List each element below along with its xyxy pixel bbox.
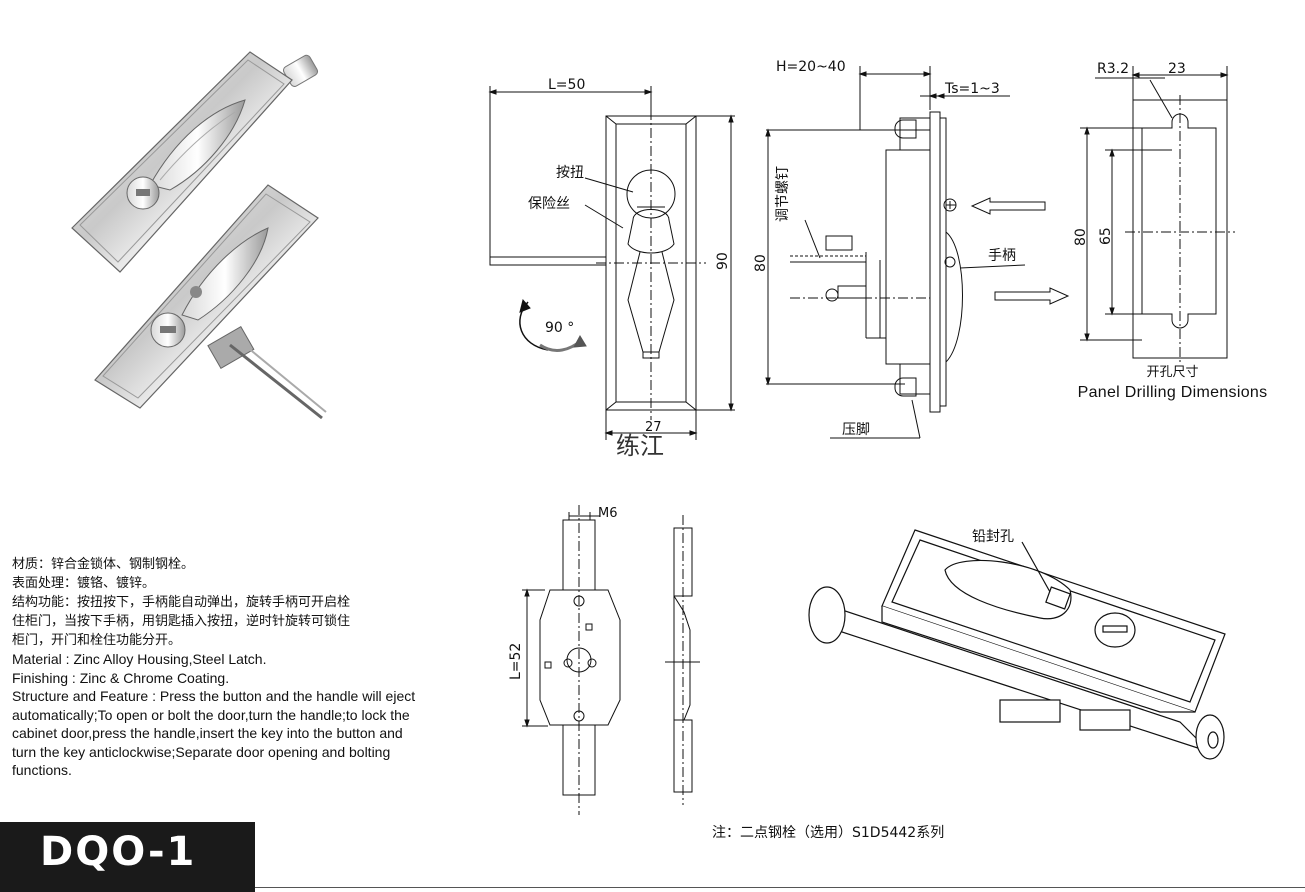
model-number: DQO-1 — [40, 829, 197, 875]
label-adjust-screw: 调节螺钉 — [775, 166, 791, 222]
spec-en-line: cabinet door,press the handle,insert the… — [12, 725, 403, 741]
panel-drilling-caption: 开孔尺寸 Panel Drilling Dimensions — [1045, 363, 1300, 403]
dim-ts: Ts=1~3 — [944, 81, 1000, 97]
spec-cn-line: 表面处理：镀铬、镀锌。 — [12, 576, 156, 591]
spec-en-line: functions. — [12, 762, 72, 778]
dim-drill-width: 23 — [1168, 61, 1186, 77]
panel-drilling-cn: 开孔尺寸 — [1146, 365, 1199, 380]
dim-front-width: L=50 — [548, 77, 585, 93]
dim-drill-80: 80 — [1073, 228, 1089, 246]
spec-en-line: Finishing : Zinc & Chrome Coating. — [12, 669, 230, 686]
dim-h: H=20~40 — [776, 59, 846, 75]
dim-radius: R3.2 — [1097, 61, 1129, 77]
spec-en-line: Material : Zinc Alloy Housing,Steel Latc… — [12, 651, 267, 667]
spec-cn-line: 材质：锌合金锁体、钢制钢栓。 — [12, 557, 195, 572]
spec-cn-line: 住柜门，当按下手柄，用钥匙插入按扭，逆时针旋转可锁住 — [12, 614, 351, 629]
latch-photo-top — [71, 51, 319, 273]
watermark: 练江 — [616, 432, 664, 460]
front-view — [488, 86, 735, 440]
footnote: 注：二点钢栓（选用）S1D5442系列 — [712, 825, 945, 841]
product-photo — [71, 51, 327, 420]
model-banner: DQO-1 — [0, 822, 255, 892]
spec-cn-line: 结构功能：按扭按下，手柄能自动弹出，旋转手柄可开启栓 — [12, 595, 351, 610]
bottom-rule — [255, 887, 1305, 888]
dim-m6: M6 — [598, 506, 618, 521]
label-button: 按扭 — [556, 165, 584, 181]
label-clamp: 压脚 — [842, 422, 870, 438]
spec-text: 材质：锌合金锁体、钢制钢栓。 表面处理：镀铬、镀锌。 结构功能：按扭按下，手柄能… — [12, 555, 457, 780]
panel-drilling-en: Panel Drilling Dimensions — [1077, 384, 1268, 401]
dim-front-base: 27 — [645, 420, 662, 435]
dim-l52: L=52 — [508, 643, 524, 680]
latch-photo-bottom — [94, 184, 327, 420]
spec-cn-line: 柜门，开门和栓住功能分开。 — [12, 633, 182, 648]
iso-drawing — [808, 529, 1226, 760]
spec-en-line: Structure and Feature : Press the button… — [12, 688, 416, 704]
label-safety-wire: 保险丝 — [528, 196, 570, 212]
dim-side-80: 80 — [753, 254, 769, 272]
panel-drilling — [1080, 66, 1235, 365]
label-seal-hole: 铅封孔 — [972, 529, 1014, 545]
side-view — [765, 66, 1070, 439]
label-handle: 手柄 — [988, 248, 1016, 264]
spec-en-line: turn the key anticlockwise;Separate door… — [12, 743, 391, 760]
rotation-label: 90 ° — [545, 320, 574, 336]
spec-en-line: automatically;To open or bolt the door,t… — [12, 706, 410, 723]
dim-front-height: 90 — [715, 252, 731, 270]
bolt-drawing — [522, 505, 700, 815]
dim-drill-65: 65 — [1098, 227, 1114, 245]
